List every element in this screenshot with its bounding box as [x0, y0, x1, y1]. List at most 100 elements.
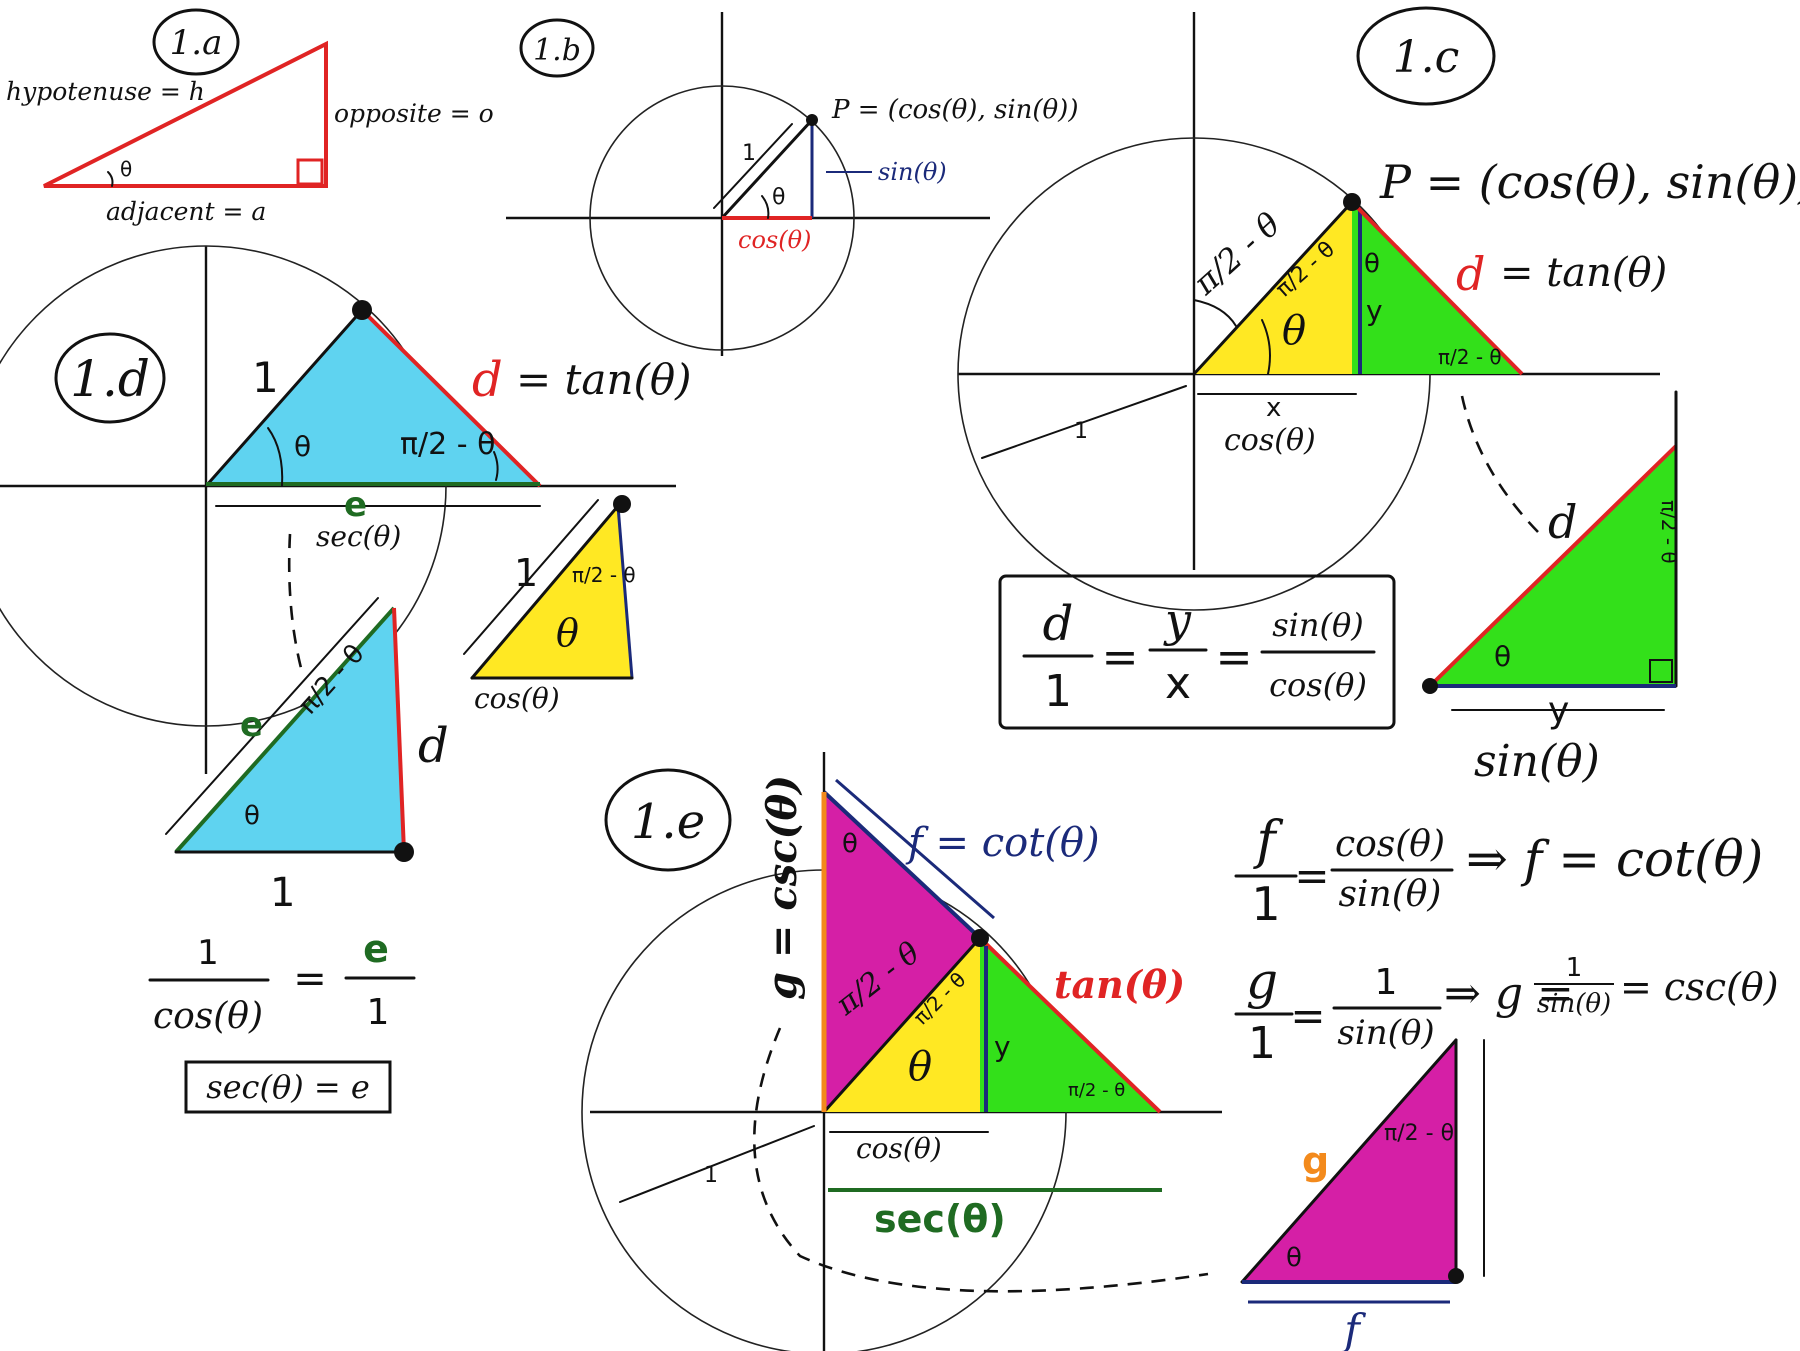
panel-1d-d-letter: d — [472, 352, 503, 408]
panel-1a-right-angle — [296, 158, 324, 186]
panel-1d-yellow-triangle — [472, 506, 632, 678]
panel-1c-eq-sign2: = — [1216, 632, 1253, 683]
panel-1c-eq-sin: sin(θ) — [1272, 606, 1364, 644]
panel-1d-tangent — [360, 308, 542, 488]
panel-1d-yellow-hyp — [470, 504, 620, 680]
panel-1e-eq2-num: 1 — [1375, 962, 1398, 1003]
panel-1e-cot-arrow — [835, 778, 995, 920]
panel-1e-eq2-result-den: sin(θ) — [1537, 989, 1611, 1019]
panel-1e-rotated-hyp — [1240, 1038, 1458, 1284]
panel-1d-rotated-vertex — [394, 842, 414, 862]
panel-1d-label: 1.d — [70, 350, 150, 408]
panel-1e-rotation-arrow — [753, 1027, 1209, 1293]
panel-1b-label: 1.b — [533, 33, 581, 68]
panel-1d-rotation-arrow — [287, 533, 304, 673]
panel-1d-frac-e: e — [363, 927, 389, 971]
panel-1e-eq2-sign: = — [1290, 991, 1325, 1040]
panel-1d-rotated-one: 1 — [270, 870, 295, 916]
panel-1d-theta: θ — [294, 430, 311, 463]
panel-1e-sec: sec(θ) — [874, 1197, 1006, 1241]
panel-1a-opposite: opposite = o — [334, 99, 494, 128]
panel-1c-tangent-d — [1350, 200, 1524, 376]
panel-1c-point-label: P = (cos(θ), sin(θ)) — [1379, 155, 1800, 209]
panel-1c-eq-y: y — [1163, 593, 1192, 647]
panel-1c-eq-cos: cos(θ) — [1269, 666, 1367, 704]
panel-1d-frac-1: 1 — [367, 992, 390, 1033]
panel-1d-rotated-theta: θ — [244, 801, 260, 831]
panel-1d-yellow-arrow — [463, 499, 599, 655]
panel-1b-cos-label: cos(θ) — [738, 226, 811, 254]
panel-1b-sin-label: sin(θ) — [878, 158, 947, 186]
panel-1d-d-value: = tan(θ) — [516, 355, 692, 404]
panel-1a-adjacent: adjacent = a — [106, 197, 266, 226]
panel-1e-eq2-1: 1 — [1248, 1018, 1276, 1069]
panel-1a-angle-arc — [107, 171, 114, 187]
panel-1c-d-value: = tan(θ) — [1500, 250, 1667, 296]
panel-1d-yellow-theta: θ — [556, 611, 579, 655]
panel-1c-label: 1.c — [1393, 32, 1460, 83]
panel-1e-badge — [604, 768, 732, 872]
panel-1d-point — [352, 300, 372, 320]
panel-1e-point — [971, 929, 989, 947]
panel-1e-theta-top: θ — [842, 829, 858, 859]
panel-1e-eq2-result-num: 1 — [1566, 953, 1583, 983]
panel-1c-x: x — [1266, 393, 1281, 423]
panel-1d-radius — [204, 308, 364, 488]
panel-1e-magenta-triangle — [824, 792, 980, 1112]
panel-1a-label: 1.a — [170, 23, 223, 63]
panel-1e-cot-segment — [822, 790, 982, 940]
panel-1d-blue-triangle — [206, 310, 540, 486]
panel-1e-eq2-g: g — [1246, 952, 1278, 1010]
panel-1b-unit-circle — [589, 85, 855, 351]
panel-1d-pi2-arc — [493, 451, 499, 481]
panel-1c-theta: θ — [1282, 308, 1306, 354]
panel-1d-sec: sec(θ) — [316, 520, 401, 553]
panel-1e-radius — [822, 936, 982, 1114]
panel-1e-eq1-sign: = — [1294, 851, 1329, 900]
panel-1c-point-p — [1343, 193, 1361, 211]
panel-1e-cos: cos(θ) — [856, 1132, 942, 1165]
panel-1c-rotated-vertex — [1422, 678, 1438, 694]
panel-1c-rotated-d: d — [1548, 495, 1577, 549]
panel-1c-rotated-pi2: π/2 - θ — [1657, 500, 1681, 564]
panel-1b-badge — [519, 18, 595, 78]
panel-1c-rotated-sin: sin(θ) — [1474, 736, 1600, 787]
panel-1c-one: 1 — [1074, 419, 1088, 444]
panel-1e-eq1-sin: sin(θ) — [1339, 874, 1442, 915]
panel-1d-rotated-tangent — [392, 607, 406, 853]
panel-1e-tan-label: tan(θ) — [1054, 962, 1185, 1007]
panel-1b-radius — [720, 118, 814, 220]
panel-1d-frac-den: cos(θ) — [153, 996, 263, 1037]
panel-1d-frac-eq: = — [293, 956, 327, 1002]
panel-1c-rotation-arrow — [1460, 395, 1539, 533]
panel-1d-one: 1 — [252, 353, 279, 402]
panel-1a-hypotenuse: hypotenuse = h — [6, 77, 205, 106]
panel-1c-radius-arrow — [981, 385, 1187, 459]
panel-1d-rotated-e: e — [240, 705, 263, 745]
panel-1d-yellow-vertex — [613, 495, 631, 513]
panel-1d-e: e — [344, 485, 367, 525]
panel-1e-eq2-result-pre: ⇒ g = — [1444, 968, 1574, 1019]
panel-1d-yellow-pi2: π/2 - θ — [572, 563, 636, 587]
panel-1c-rotated-hyp — [1428, 444, 1678, 688]
panel-1c-eq-x: x — [1165, 658, 1191, 709]
panel-1c-radius — [1192, 200, 1354, 376]
panel-1e-eq1-1: 1 — [1251, 877, 1280, 931]
panel-1e-eq1-f: f — [1252, 811, 1283, 871]
panel-1b-one: 1 — [742, 141, 756, 166]
panel-1d-rotated-arrow — [165, 597, 379, 835]
panel-1e-eq1-result: ⇒ f = cot(θ) — [1466, 830, 1763, 888]
panel-1b: 1.b 1 θ P = (cos(θ), sin(θ)) sin(θ) cos(… — [506, 12, 1078, 356]
panel-1c-equation-box — [998, 574, 1396, 730]
panel-1e-tan-segment — [978, 936, 1162, 1114]
panel-1d-pi2-theta: π/2 - θ — [400, 427, 496, 462]
panel-1d-rotated-hyp — [174, 606, 396, 854]
panel-1d: 1.d 1 θ π/2 - θ d = tan(θ) e sec(θ) e d … — [0, 245, 692, 1114]
panel-1e-eq2-sin: sin(θ) — [1337, 1013, 1434, 1053]
panel-1e-rotated-pi2: π/2 - θ — [1384, 1121, 1454, 1146]
panel-1c: 1.c π/2 - θ π/2 - θ θ y π/2 - θ θ P = (c… — [957, 6, 1800, 787]
panel-1e-rotated-f: f — [1341, 1305, 1366, 1351]
panel-1e-rotated-vertex — [1448, 1268, 1464, 1284]
panel-1a: 1.a θ hypotenuse = h opposite = o adjace… — [6, 8, 494, 226]
